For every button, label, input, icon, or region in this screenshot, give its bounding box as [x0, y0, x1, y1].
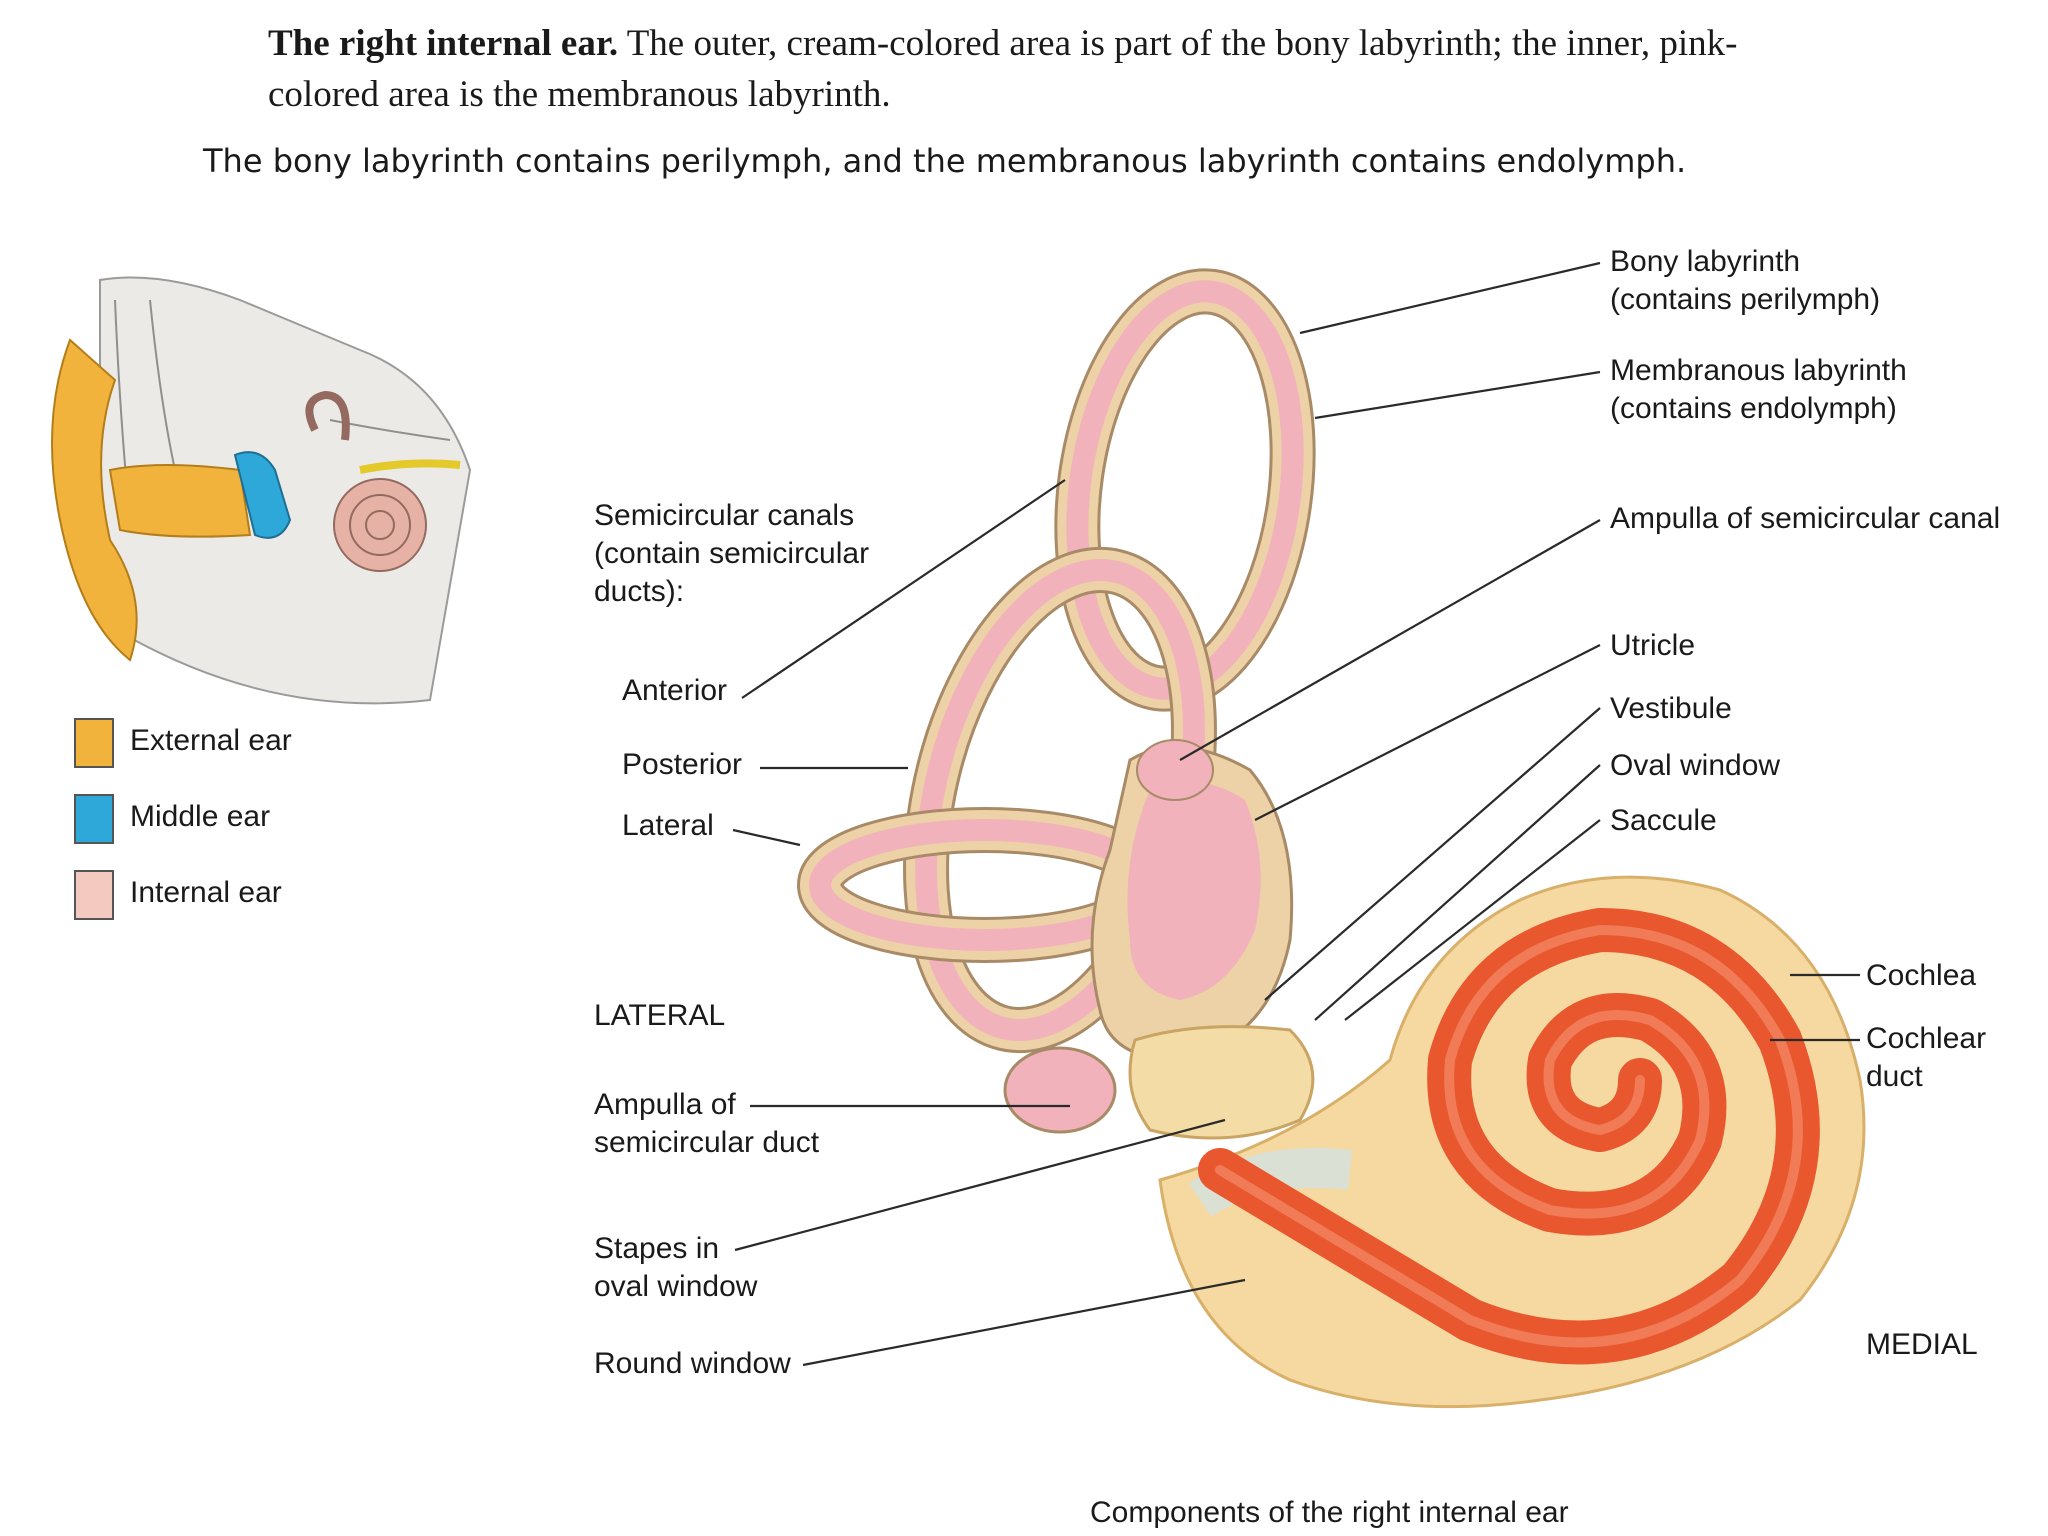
label-anterior: Anterior: [622, 674, 728, 707]
middle-ear-swatch: [74, 794, 114, 844]
label-vestibule: Vestibule: [1610, 692, 1732, 725]
leader-lines: [732, 261, 1860, 1367]
label-saccule: Saccule: [1610, 804, 1717, 837]
label-line: Ampulla of: [594, 1088, 736, 1121]
label-line: Bony labyrinth: [1610, 245, 1801, 278]
internal-ear-swatch: [74, 870, 114, 920]
description-text: The outer, cream-colored area is part of…: [268, 23, 1738, 115]
label-line: (contains endolymph): [1610, 392, 1897, 425]
label-line: (contains perilymph): [1610, 283, 1881, 316]
figure-caption: Components of the right internal ear: [1090, 1496, 1569, 1529]
figure-description: The right internal ear. The outer, cream…: [268, 18, 1828, 120]
label-line: ducts):: [594, 575, 685, 608]
label-line: duct: [1866, 1060, 1923, 1093]
label-line: Membranous labyrinth: [1610, 354, 1907, 387]
label-round-window: Round window: [594, 1347, 791, 1380]
legend-label: External ear: [130, 724, 292, 757]
label-cochlear-duct: Cochlear duct: [1866, 1020, 1986, 1096]
label-line: Stapes in: [594, 1232, 720, 1265]
label-membranous-labyrinth: Membranous labyrinth (contains endolymph…: [1610, 352, 1907, 428]
label-utricle: Utricle: [1610, 629, 1696, 662]
label-posterior: Posterior: [622, 748, 743, 781]
label-ampulla-semicircular-canal: Ampulla of semicircular canal: [1610, 502, 2001, 535]
label-semicircular-canals: Semicircular canals (contain semicircula…: [594, 497, 869, 611]
label-line: Semicircular canals: [594, 499, 855, 532]
label-line: (contain semicircular: [594, 537, 870, 570]
cochlea-spiral: [1158, 875, 1866, 1409]
label-line: semicircular duct: [594, 1126, 820, 1159]
label-oval-window: Oval window: [1610, 749, 1781, 782]
subtitle: The bony labyrinth contains perilymph, a…: [203, 142, 1687, 180]
label-line: oval window: [594, 1270, 758, 1303]
legend-label: Internal ear: [130, 876, 282, 909]
legend-label: Middle ear: [130, 800, 271, 833]
label-ampulla-semicircular-duct: Ampulla of semicircular duct: [594, 1086, 819, 1162]
label-cochlea: Cochlea: [1866, 959, 1977, 992]
label-stapes-oval-window: Stapes in oval window: [594, 1230, 757, 1306]
description-title: The right internal ear.: [268, 23, 619, 64]
vestibule-body: [1003, 739, 1315, 1140]
label-line: Cochlear: [1866, 1022, 1987, 1055]
overview-ear-drawing: [51, 276, 472, 705]
label-medial-direction: MEDIAL: [1866, 1328, 1978, 1361]
label-bony-labyrinth: Bony labyrinth (contains perilymph): [1610, 243, 1880, 319]
external-ear-swatch: [74, 718, 114, 768]
label-lateral-direction: LATERAL: [594, 999, 726, 1032]
label-lateral: Lateral: [622, 809, 714, 842]
